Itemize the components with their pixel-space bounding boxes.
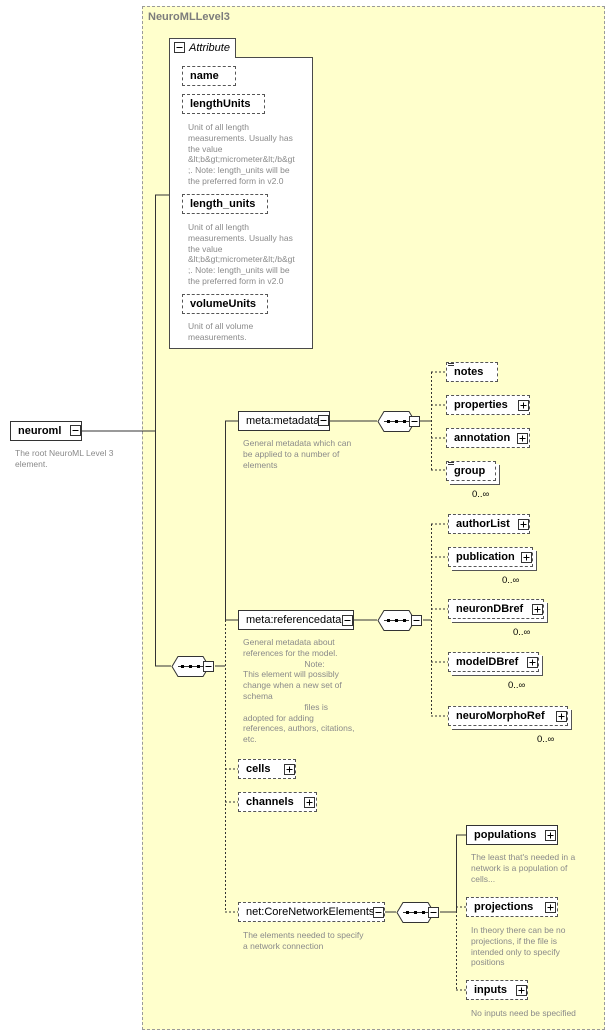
sequence-compositor-icon[interactable] xyxy=(377,610,423,631)
attribute-tab[interactable]: Attribute xyxy=(169,38,236,58)
element-neuromorphoref-label: neuroMorphoRef xyxy=(456,710,545,722)
element-net-corenetworkelements-label: net:CoreNetworkElements xyxy=(246,906,375,918)
expand-plus-icon[interactable] xyxy=(556,711,567,722)
element-notes-label: notes xyxy=(454,366,484,378)
expand-plus-icon[interactable] xyxy=(517,433,528,444)
attr-lengthunits[interactable]: lengthUnits xyxy=(182,94,265,114)
attribute-tab-label: Attribute xyxy=(189,42,230,54)
attr-volumeunits-label: volumeUnits xyxy=(190,298,257,310)
root-element-neuroml[interactable]: neuroml xyxy=(10,421,82,441)
cardinality-label: 0..∞ xyxy=(472,489,490,500)
element-properties-label: properties xyxy=(454,399,508,411)
element-annotation[interactable]: annotation xyxy=(446,428,530,448)
collapse-minus-icon[interactable] xyxy=(203,661,214,672)
element-notes[interactable]: notes xyxy=(446,362,498,382)
collapse-minus-icon[interactable] xyxy=(411,615,422,626)
attr-length-units[interactable]: length_units xyxy=(182,194,268,214)
element-populations[interactable]: populations xyxy=(466,825,558,845)
expand-plus-icon[interactable] xyxy=(284,764,295,775)
root-desc: The root NeuroML Level 3 element. xyxy=(15,448,114,469)
simple-content-icon xyxy=(448,363,454,366)
projections-desc: In theory there can be no projections, i… xyxy=(471,925,566,968)
attr-name[interactable]: name xyxy=(182,66,236,86)
expand-plus-icon[interactable] xyxy=(516,985,527,996)
expand-plus-icon[interactable] xyxy=(545,902,556,913)
attr-lengthunits-desc: Unit of all length measurements. Usually… xyxy=(188,122,295,186)
element-projections[interactable]: projections xyxy=(466,897,558,917)
cardinality-label: 0..∞ xyxy=(537,734,555,745)
element-neuromorphoref[interactable]: neuroMorphoRef xyxy=(448,706,568,726)
element-properties[interactable]: properties xyxy=(446,395,530,415)
simple-content-icon xyxy=(448,462,454,465)
expand-plus-icon[interactable] xyxy=(527,657,538,668)
meta-referencedata-desc: General metadata about references for th… xyxy=(243,637,355,745)
collapse-minus-icon[interactable] xyxy=(373,907,384,918)
element-publication-label: publication xyxy=(456,551,515,563)
element-group[interactable]: group xyxy=(446,461,496,481)
element-channels[interactable]: channels xyxy=(238,792,317,812)
cardinality-label: 0..∞ xyxy=(508,680,526,691)
element-cells[interactable]: cells xyxy=(238,759,296,779)
element-authorlist-label: authorList xyxy=(456,518,510,530)
element-authorlist[interactable]: authorList xyxy=(448,514,530,534)
populations-desc: The least that's needed in a network is … xyxy=(471,852,576,884)
element-net-corenetworkelements[interactable]: net:CoreNetworkElements xyxy=(238,902,385,922)
element-neurondbref-label: neuronDBref xyxy=(456,603,524,615)
collapse-minus-icon[interactable] xyxy=(342,615,353,626)
element-modeldbref-label: modelDBref xyxy=(456,656,519,668)
expand-plus-icon[interactable] xyxy=(545,830,556,841)
attr-volumeunits[interactable]: volumeUnits xyxy=(182,294,268,314)
expand-plus-icon[interactable] xyxy=(532,604,543,615)
element-channels-label: channels xyxy=(246,796,294,808)
element-inputs-label: inputs xyxy=(474,984,507,996)
collapse-minus-icon[interactable] xyxy=(318,415,329,426)
expand-plus-icon[interactable] xyxy=(304,797,315,808)
collapse-minus-icon[interactable] xyxy=(428,907,439,918)
element-annotation-label: annotation xyxy=(454,432,511,444)
expand-plus-icon[interactable] xyxy=(518,519,529,530)
inputs-desc: No inputs need be specified xyxy=(471,1008,576,1018)
net-corenetworkelements-desc: The elements needed to specify a network… xyxy=(243,930,364,951)
element-cells-label: cells xyxy=(246,763,271,775)
attr-name-label: name xyxy=(190,70,219,82)
element-meta-referencedata[interactable]: meta:referencedata xyxy=(238,610,354,630)
sequence-compositor-icon[interactable] xyxy=(171,656,217,677)
cardinality-label: 0..∞ xyxy=(502,575,520,586)
expand-plus-icon[interactable] xyxy=(521,552,532,563)
meta-metadata-desc: General metadata which can be applied to… xyxy=(243,438,352,470)
element-populations-label: populations xyxy=(474,829,537,841)
collapse-minus-icon[interactable] xyxy=(174,42,185,53)
collapse-minus-icon[interactable] xyxy=(70,425,81,436)
element-inputs[interactable]: inputs xyxy=(466,980,528,1000)
element-modeldbref[interactable]: modelDBref xyxy=(448,652,539,672)
sequence-compositor-icon[interactable] xyxy=(377,411,423,432)
element-publication[interactable]: publication xyxy=(448,547,533,567)
element-meta-metadata-label: meta:metadata xyxy=(246,415,320,427)
element-meta-referencedata-label: meta:referencedata xyxy=(246,614,342,626)
attr-volumeunits-desc: Unit of all volume measurements. xyxy=(188,321,254,342)
cardinality-label: 0..∞ xyxy=(513,627,531,638)
element-meta-metadata[interactable]: meta:metadata xyxy=(238,411,330,431)
element-projections-label: projections xyxy=(474,901,534,913)
group-frame-title: NeuroMLLevel3 xyxy=(148,11,230,23)
element-neurondbref[interactable]: neuronDBref xyxy=(448,599,544,619)
root-element-label: neuroml xyxy=(18,425,62,437)
expand-plus-icon[interactable] xyxy=(518,400,529,411)
element-group-label: group xyxy=(454,465,486,477)
collapse-minus-icon[interactable] xyxy=(409,416,420,427)
attr-length-units-desc: Unit of all length measurements. Usually… xyxy=(188,222,295,286)
sequence-compositor-icon[interactable] xyxy=(396,902,442,923)
attr-length-units-label: length_units xyxy=(190,198,256,210)
attr-lengthunits-label: lengthUnits xyxy=(190,98,251,110)
